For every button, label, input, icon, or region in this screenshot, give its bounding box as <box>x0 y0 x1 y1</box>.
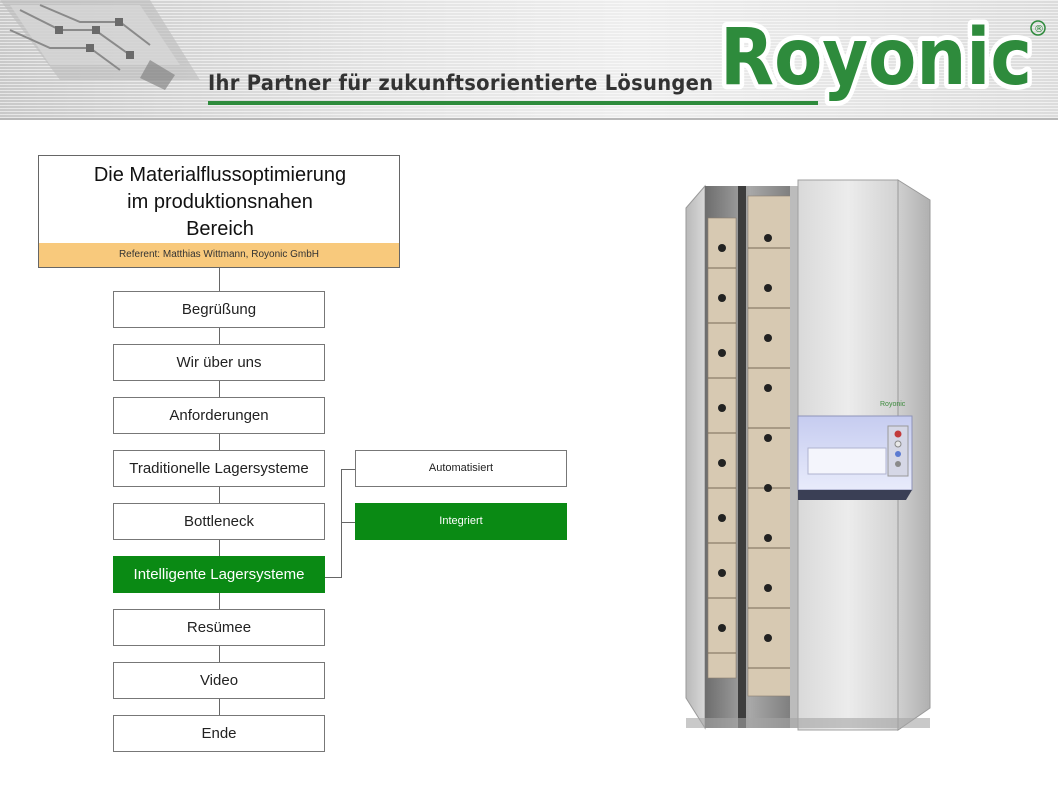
header-banner: Ihr Partner für zukunftsorientierte Lösu… <box>0 0 1058 118</box>
nav-item-anforderungen[interactable]: Anforderungen <box>113 397 325 434</box>
svg-text:Royonic: Royonic <box>720 13 1032 103</box>
nav-item-bottleneck[interactable]: Bottleneck <box>113 503 325 540</box>
connector-line <box>219 328 220 344</box>
subnav-item-automatisiert[interactable]: Automatisiert <box>355 450 567 487</box>
connector-line <box>219 268 220 291</box>
connector-line <box>219 434 220 450</box>
nav-item-wir-ueber-uns[interactable]: Wir über uns <box>113 344 325 381</box>
royonic-logo: Royonic Royonic ® <box>718 8 1046 106</box>
subnav-connector <box>325 577 341 578</box>
nav-item-ende[interactable]: Ende <box>113 715 325 752</box>
subnav-connector <box>341 469 342 578</box>
connector-line <box>219 699 220 715</box>
svg-text:Royonic: Royonic <box>880 401 906 408</box>
nav-item-resuemee[interactable]: Resümee <box>113 609 325 646</box>
header-divider <box>0 118 1058 120</box>
subnav-item-integriert[interactable]: Integriert <box>355 503 567 540</box>
connector-line <box>219 381 220 397</box>
svg-text:Royonic: Royonic <box>720 13 1032 103</box>
connector-line <box>219 487 220 503</box>
nav-item-intelligente-lagersysteme[interactable]: Intelligente Lagersysteme <box>113 556 325 593</box>
circuit-decoration <box>0 0 200 90</box>
presentation-title-box: Die Materialflussoptimierung im produkti… <box>38 155 400 268</box>
tagline-underline <box>208 101 818 105</box>
subnav-connector <box>341 522 355 523</box>
presentation-title: Die Materialflussoptimierung im produkti… <box>93 164 347 240</box>
connector-line <box>219 593 220 609</box>
referent-label: Referent: Matthias Wittmann, Royonic Gmb… <box>39 243 399 267</box>
svg-text:®: ® <box>1034 24 1044 35</box>
storage-system-image: Royonic <box>685 179 931 731</box>
tagline: Ihr Partner für zukunftsorientierte Lösu… <box>208 71 714 95</box>
connector-line <box>219 646 220 662</box>
subnav-connector <box>341 469 355 470</box>
nav-item-traditionelle-lagersysteme[interactable]: Traditionelle Lagersysteme <box>113 450 325 487</box>
connector-line <box>219 540 220 556</box>
nav-item-video[interactable]: Video <box>113 662 325 699</box>
nav-item-begruessung[interactable]: Begrüßung <box>113 291 325 328</box>
